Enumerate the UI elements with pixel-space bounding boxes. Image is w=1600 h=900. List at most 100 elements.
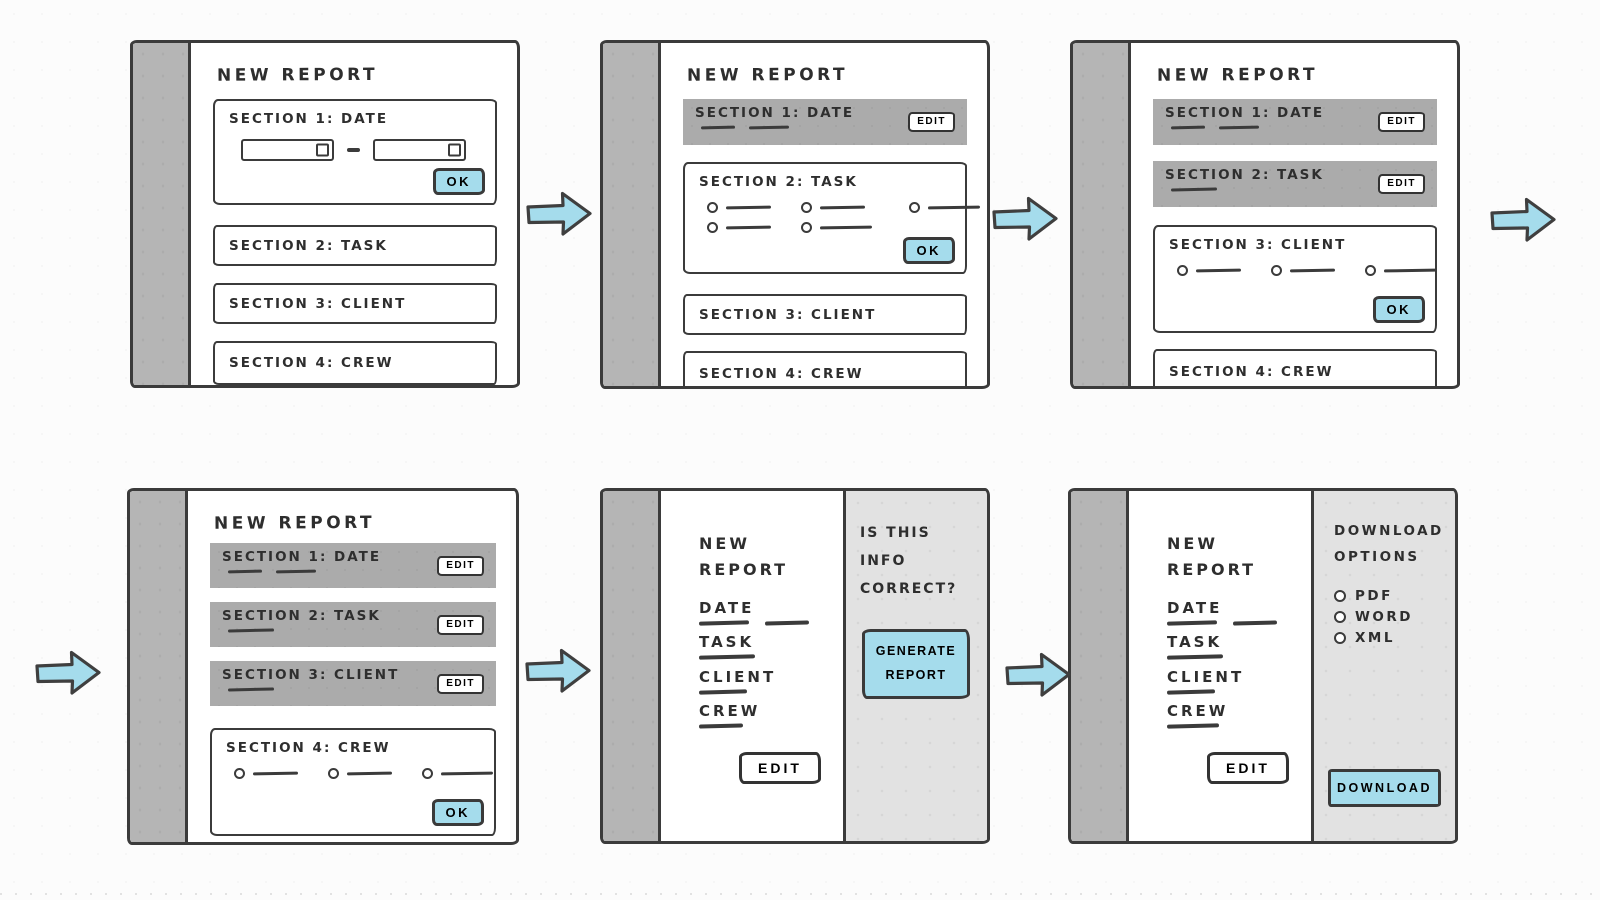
- page-title: NEW REPORT: [1167, 534, 1257, 580]
- section-crew-expanded: SECTION 4: CREW OK: [210, 728, 496, 836]
- radio-option[interactable]: [1365, 265, 1437, 276]
- radio-button-icon[interactable]: [707, 202, 718, 213]
- flow-arrow-icon: [991, 193, 1061, 245]
- field-values: [1166, 654, 1311, 660]
- radio-option[interactable]: [422, 768, 494, 779]
- edit-button[interactable]: EDIT: [437, 555, 484, 576]
- flow-arrow-icon: [524, 645, 594, 697]
- edit-button[interactable]: EDIT: [1378, 112, 1425, 132]
- radio-button-icon[interactable]: [422, 768, 433, 779]
- date-start-input[interactable]: [241, 139, 334, 161]
- radio-button-icon[interactable]: [1334, 590, 1346, 603]
- paper-texture-dots: [0, 893, 1600, 895]
- summary-field-task: TASK: [1166, 633, 1311, 660]
- radio-option[interactable]: [801, 202, 866, 213]
- radio-option[interactable]: [801, 222, 873, 233]
- wireframe-step-4: NEW REPORT SECTION 1: DATE EDIT SECTION …: [127, 488, 519, 845]
- radio-option[interactable]: [707, 202, 772, 213]
- page-title: NEW REPORT: [686, 64, 849, 86]
- radio-button-icon[interactable]: [1334, 632, 1346, 645]
- radio-option-row: [1177, 265, 1437, 276]
- download-aside: DOWNLOAD OPTIONS PDF WORD XML DOWNLOAD: [1311, 491, 1455, 841]
- field-values: [698, 654, 843, 660]
- radio-button-icon[interactable]: [234, 768, 245, 779]
- flow-arrow-icon: [1489, 194, 1559, 246]
- edit-button[interactable]: EDIT: [437, 614, 484, 635]
- wireframe-step-1: NEW REPORT SECTION 1: DATE OK SECTION 2:…: [130, 40, 520, 388]
- edit-button[interactable]: EDIT: [739, 751, 821, 784]
- report-summary: NEW REPORT DATE TASK CLIENT CREW EDIT: [661, 491, 843, 841]
- field-values: [1166, 723, 1311, 729]
- field-values: [1166, 620, 1311, 625]
- field-values: [698, 723, 843, 729]
- panel-spine: [1073, 43, 1131, 386]
- field-label: DATE: [1167, 598, 1223, 617]
- radio-button-icon[interactable]: [801, 222, 812, 233]
- section-label: SECTION 4: CREW: [226, 740, 391, 756]
- field-values: [698, 689, 843, 694]
- edit-button[interactable]: EDIT: [1207, 751, 1289, 784]
- panel-spine: [603, 43, 661, 386]
- field-value-line: [698, 620, 750, 625]
- filled-value-line: [275, 569, 317, 574]
- ok-button[interactable]: OK: [1372, 296, 1425, 323]
- radio-button-icon[interactable]: [1365, 265, 1376, 276]
- date-picker-icon[interactable]: [316, 143, 329, 157]
- radio-button-icon[interactable]: [1271, 265, 1282, 276]
- radio-option[interactable]: [1177, 265, 1242, 276]
- summary-field-date: DATE: [698, 598, 843, 625]
- date-end-input[interactable]: [373, 139, 466, 161]
- radio-button-icon[interactable]: [1334, 611, 1346, 624]
- section-completed: SECTION 2: TASK EDIT: [1153, 161, 1437, 207]
- radio-option[interactable]: [234, 768, 299, 779]
- date-picker-icon[interactable]: [448, 143, 461, 157]
- option-label: XML: [1355, 630, 1395, 647]
- option-label-line: [725, 225, 772, 230]
- panel-spine: [130, 491, 188, 842]
- section-label: SECTION 4: CREW: [229, 355, 394, 371]
- radio-button-icon[interactable]: [909, 202, 920, 213]
- section-header-collapsed[interactable]: SECTION 2: TASK: [213, 225, 497, 266]
- generate-report-button[interactable]: GENERATE REPORT: [862, 629, 970, 699]
- edit-button[interactable]: EDIT: [908, 112, 955, 132]
- edit-button[interactable]: EDIT: [1378, 174, 1425, 194]
- ok-button[interactable]: OK: [431, 799, 484, 826]
- section-header-collapsed[interactable]: SECTION 4: CREW: [1153, 349, 1437, 386]
- section-header-collapsed[interactable]: SECTION 3: CLIENT: [683, 294, 967, 335]
- radio-button-icon[interactable]: [1177, 265, 1188, 276]
- confirm-question: IS THIS INFO CORRECT?: [860, 525, 958, 597]
- section-label: SECTION 1: DATE: [695, 105, 855, 121]
- panel-content: NEW REPORT SECTION 1: DATE OK SECTION 2:…: [191, 43, 517, 385]
- download-option-pdf[interactable]: PDF: [1334, 588, 1445, 604]
- radio-button-icon[interactable]: [328, 768, 339, 779]
- field-label: DATE: [699, 598, 755, 617]
- download-option-word[interactable]: WORD: [1334, 609, 1445, 625]
- radio-option[interactable]: [909, 202, 981, 213]
- ok-button[interactable]: OK: [432, 168, 485, 195]
- option-label-line: [1383, 268, 1437, 273]
- field-values: [1166, 689, 1311, 694]
- filled-value-line: [1218, 125, 1260, 130]
- download-option-xml[interactable]: XML: [1334, 630, 1445, 646]
- radio-option[interactable]: [328, 768, 393, 779]
- option-label-line: [819, 225, 873, 230]
- section-client-expanded: SECTION 3: CLIENT OK: [1153, 225, 1437, 333]
- radio-option[interactable]: [707, 222, 772, 233]
- section-header-collapsed[interactable]: SECTION 4: CREW: [213, 341, 497, 385]
- panel-content: NEW REPORT SECTION 1: DATE EDIT SECTION …: [661, 43, 987, 386]
- page-title: NEW REPORT: [699, 534, 789, 580]
- field-value-line: [698, 723, 744, 729]
- option-label-line: [252, 771, 299, 776]
- edit-button[interactable]: EDIT: [437, 673, 484, 694]
- section-header-collapsed[interactable]: SECTION 3: CLIENT: [213, 283, 497, 324]
- section-header-collapsed[interactable]: SECTION 4: CREW: [683, 351, 967, 386]
- panel-spine: [133, 43, 191, 385]
- section-label: SECTION 4: CREW: [1169, 364, 1334, 380]
- summary-field-client: CLIENT: [1166, 668, 1311, 694]
- radio-button-icon[interactable]: [801, 202, 812, 213]
- ok-button[interactable]: OK: [902, 237, 955, 264]
- section-task-expanded: SECTION 2: TASK OK: [683, 162, 981, 274]
- radio-option[interactable]: [1271, 265, 1336, 276]
- radio-button-icon[interactable]: [707, 222, 718, 233]
- download-button[interactable]: DOWNLOAD: [1328, 769, 1441, 807]
